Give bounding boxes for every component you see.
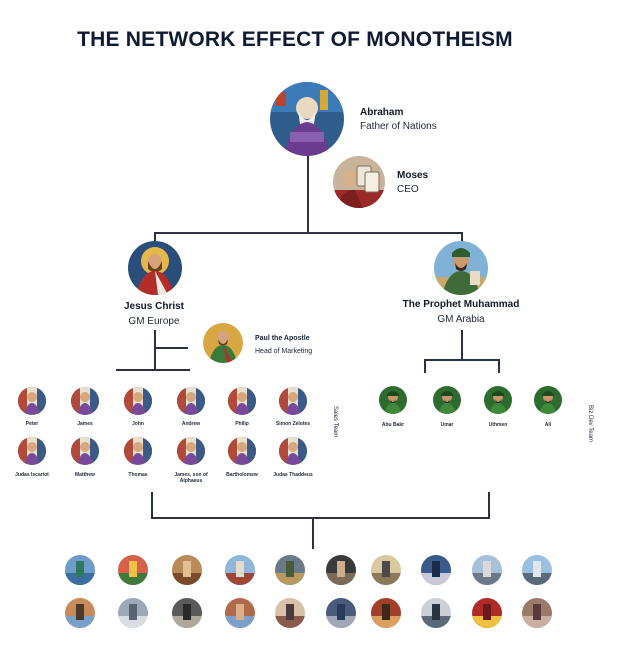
moses-name: Moses bbox=[397, 170, 429, 181]
photo-church-facade bbox=[421, 555, 451, 585]
apostle-portrait bbox=[279, 437, 307, 465]
connector-line bbox=[498, 359, 500, 373]
apostle-name: Andrew bbox=[181, 421, 201, 427]
connector-line bbox=[116, 369, 190, 371]
photo-western-wall bbox=[371, 555, 401, 585]
biz-dev-name: Uthmen bbox=[488, 422, 508, 428]
connector-line bbox=[424, 359, 500, 361]
photo-minaret-tower bbox=[65, 598, 95, 628]
photo-eiffel-tower bbox=[421, 598, 451, 628]
photo-red-lanterns bbox=[472, 598, 502, 628]
connector-line bbox=[151, 517, 490, 519]
page-title: THE NETWORK EFFECT OF MONOTHEISM bbox=[77, 28, 513, 51]
muhammad-name: The Prophet Muhammad bbox=[402, 299, 520, 310]
muhammad-role: GM Arabia bbox=[437, 314, 485, 325]
paul-portrait bbox=[203, 323, 243, 363]
apostle-portrait bbox=[228, 437, 256, 465]
apostle-name: James bbox=[77, 421, 93, 427]
connector-line bbox=[154, 330, 156, 370]
biz-dev-portrait bbox=[379, 386, 407, 414]
connector-line bbox=[461, 330, 463, 360]
apostle-name: Philip bbox=[235, 421, 249, 427]
apostle-name: Peter bbox=[25, 421, 39, 427]
connector-line bbox=[307, 153, 309, 233]
biz-dev-name: Umar bbox=[440, 422, 454, 428]
biz-dev-portrait bbox=[433, 386, 461, 414]
apostle-name: Judas Iscariot bbox=[15, 472, 49, 478]
photo-tulips bbox=[118, 555, 148, 585]
abraham-role: Father of Nations bbox=[360, 121, 437, 132]
photo-statue-of-liberty bbox=[65, 555, 95, 585]
jesus-name: Jesus Christ bbox=[123, 301, 185, 312]
photo-city-skyline bbox=[522, 555, 552, 585]
photo-london-parliament bbox=[225, 555, 255, 585]
apostle-portrait bbox=[71, 387, 99, 415]
photo-market-street bbox=[371, 598, 401, 628]
connector-line bbox=[461, 232, 463, 242]
apostle-name: Simon Zelotes bbox=[275, 421, 311, 427]
photo-sculpture bbox=[172, 598, 202, 628]
connector-line bbox=[424, 359, 426, 373]
apostle-portrait bbox=[18, 387, 46, 415]
apostle-name: James, son of Alphaeus bbox=[174, 472, 208, 484]
jesus-role: GM Europe bbox=[128, 316, 180, 327]
biz-dev-name: Ali bbox=[544, 422, 552, 428]
moses-portrait bbox=[333, 156, 385, 208]
apostle-portrait bbox=[71, 437, 99, 465]
apostle-portrait bbox=[18, 437, 46, 465]
apostle-portrait bbox=[177, 437, 205, 465]
apostle-portrait bbox=[177, 387, 205, 415]
connector-line bbox=[154, 347, 188, 349]
connector-line bbox=[151, 492, 153, 518]
paul-role: Head of Marketing bbox=[255, 348, 313, 355]
abraham-name: Abraham bbox=[360, 107, 404, 118]
apostle-name: Bartholomew bbox=[226, 472, 258, 478]
jesus-portrait bbox=[128, 241, 182, 295]
biz-dev-team-label: Biz Dev Team bbox=[587, 405, 593, 442]
muhammad-portrait bbox=[434, 241, 488, 295]
apostle-name: Thomas bbox=[128, 472, 148, 478]
connector-line bbox=[312, 517, 314, 549]
connector-line bbox=[154, 232, 156, 242]
photo-harbor-city bbox=[472, 555, 502, 585]
apostle-portrait bbox=[279, 387, 307, 415]
connector-line bbox=[154, 232, 463, 234]
biz-dev-name: Abu Bakr bbox=[381, 422, 405, 428]
photo-crowd-portrait bbox=[275, 598, 305, 628]
photo-buddha-statue bbox=[275, 555, 305, 585]
sales-team-label: Sales Team bbox=[332, 406, 338, 438]
photo-empire-state bbox=[118, 598, 148, 628]
abraham-portrait bbox=[270, 82, 344, 156]
apostle-portrait bbox=[124, 387, 152, 415]
connector-line bbox=[488, 492, 490, 518]
photo-saint-painting bbox=[522, 598, 552, 628]
photo-cathedral-crowd bbox=[326, 555, 356, 585]
apostle-portrait bbox=[124, 437, 152, 465]
paul-name: Paul the Apostle bbox=[255, 335, 310, 342]
biz-dev-portrait bbox=[534, 386, 562, 414]
apostle-name: Matthew bbox=[75, 472, 95, 478]
biz-dev-portrait bbox=[484, 386, 512, 414]
photo-colosseum bbox=[225, 598, 255, 628]
photo-tower-bridge bbox=[326, 598, 356, 628]
photo-gothic-interior bbox=[172, 555, 202, 585]
moses-role: CEO bbox=[397, 184, 419, 195]
apostle-portrait bbox=[228, 387, 256, 415]
apostle-name: John bbox=[132, 421, 144, 427]
apostle-name: Judas Thaddeus bbox=[273, 472, 313, 478]
